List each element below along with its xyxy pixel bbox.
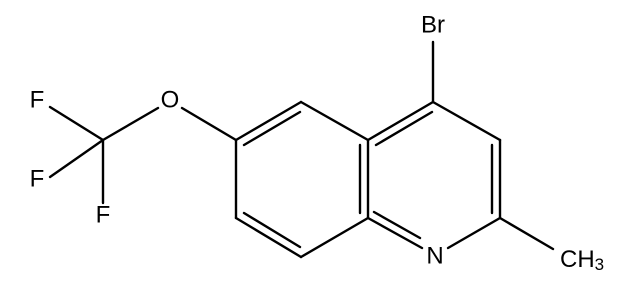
bond-c6-c5 [234, 100, 303, 142]
bond-c-o [101, 106, 160, 142]
bonds [48, 40, 555, 259]
bond-n-c8a [366, 216, 424, 250]
methyl-ch-text: CH [560, 246, 595, 273]
bond-c2-n [446, 216, 502, 250]
bond-c8-c7-inner [242, 211, 302, 249]
atom-label-o: O [161, 86, 180, 113]
atom-label-n: N [426, 242, 443, 269]
bond-c5-c4a [299, 100, 370, 142]
methyl-subscript: 3 [595, 255, 604, 274]
bond-c4a-c4 [366, 100, 435, 142]
bond-f1-c [48, 105, 105, 142]
bond-c2-ch3 [498, 216, 555, 251]
atom-label-f2: F [30, 165, 45, 192]
bond-c6-c5-inner [242, 110, 302, 147]
bond-c4a-c4-inner [374, 110, 434, 147]
bond-f2-c [48, 138, 105, 179]
bond-n-c8a-inner [372, 210, 422, 240]
atom-label-ch3: CH3 [560, 246, 604, 274]
bond-o-c6 [180, 106, 238, 142]
bond-c8a-c8 [299, 216, 370, 259]
atom-label-f3: F [96, 201, 111, 228]
atom-label-br: Br [421, 11, 445, 38]
atom-label-f1: F [30, 86, 45, 113]
bond-c8-c7 [234, 216, 303, 259]
bond-c4-c3 [431, 100, 502, 142]
atom-labels: Br O F F F N CH3 [30, 11, 604, 274]
